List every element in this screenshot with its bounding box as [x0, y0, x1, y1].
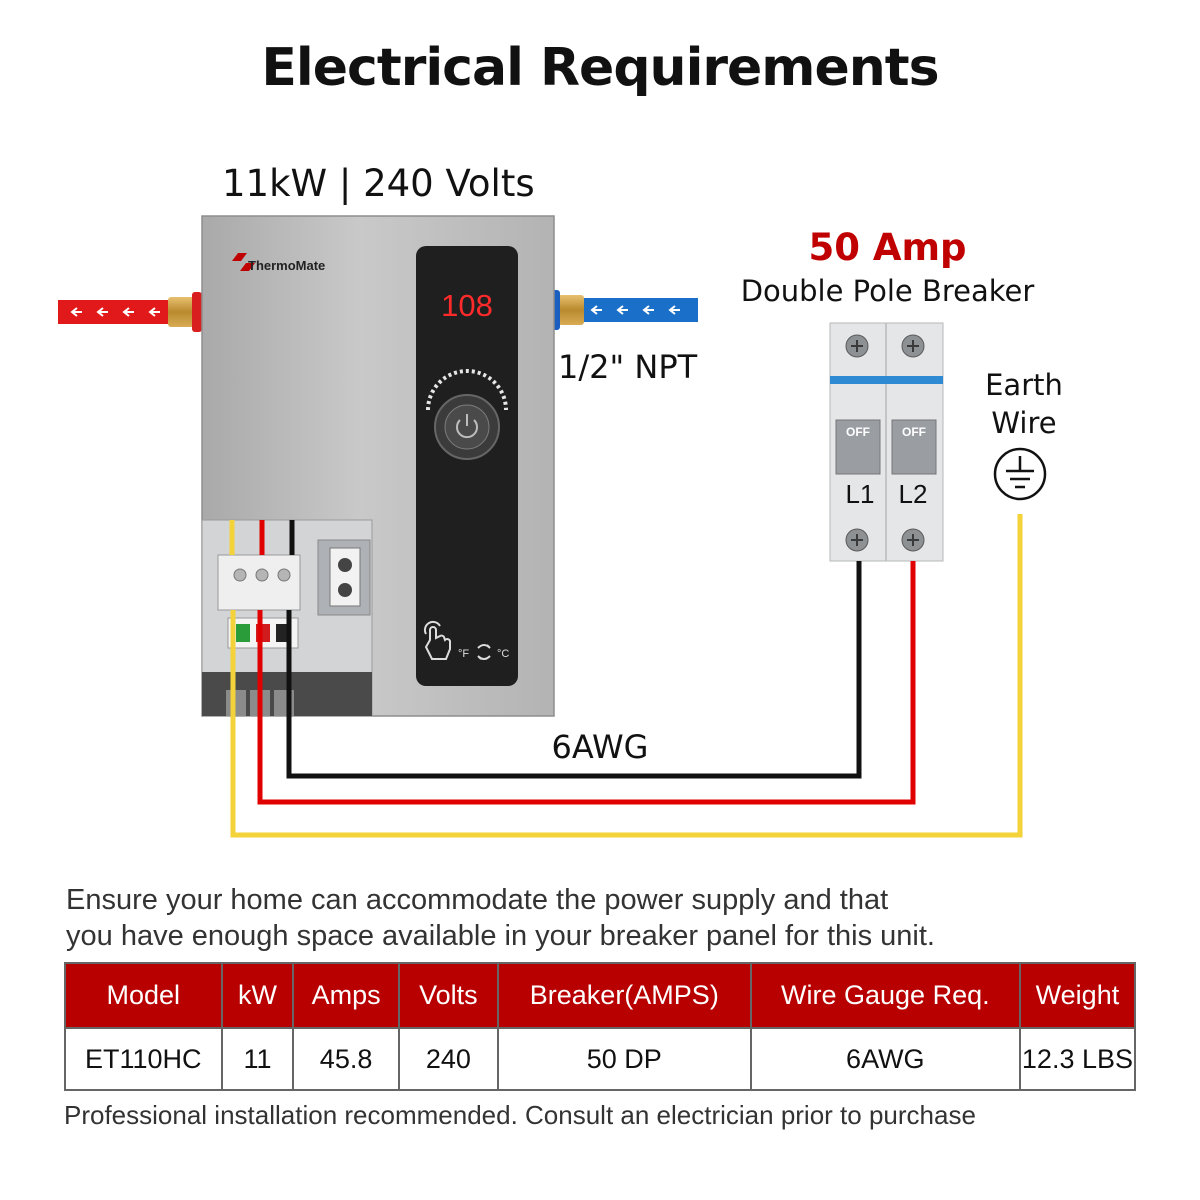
brand-name: ThermoMate: [248, 258, 325, 273]
breaker-off-label: OFF: [846, 425, 870, 439]
ground-terminal-icon: [236, 624, 250, 642]
fahrenheit-label: °F: [458, 648, 469, 660]
breaker-toggle-l1[interactable]: [835, 419, 881, 475]
terminal-screw-icon: [277, 568, 291, 582]
wiring-diagram: ThermoMate 108 °F °C: [58, 215, 1047, 838]
table-row: ET110HC 11 45.8 240 50 DP 6AWG 12.3 LBS: [64, 1027, 1137, 1091]
l2-wire: [257, 561, 916, 805]
header-volts: Volts: [397, 962, 499, 1029]
footer-disclaimer: Professional installation recommended. C…: [64, 1100, 976, 1130]
wiring-compartment: [201, 519, 373, 717]
cutoff-screw-icon: [338, 558, 352, 572]
ground-icon: [993, 447, 1047, 501]
breaker-type-label: Double Pole Breaker: [740, 274, 1035, 308]
install-note-line2: you have enough space available in your …: [66, 920, 935, 952]
cell-kw: 11: [220, 1027, 295, 1091]
outlet-fitting: [168, 297, 194, 327]
terminal-screw-icon: [233, 568, 247, 582]
breaker: OFF OFF L1 L2: [829, 322, 944, 562]
header-wire-gauge: Wire Gauge Req.: [749, 962, 1021, 1029]
cell-wire-gauge: 6AWG: [749, 1027, 1021, 1091]
unit-toggle-icon: [477, 644, 491, 660]
header-model: Model: [64, 962, 223, 1029]
earth-label-line2: Wire: [991, 406, 1057, 440]
breaker-off-label: OFF: [902, 425, 926, 439]
breaker-toggle-l2[interactable]: [891, 419, 937, 475]
outlet-pipe: [58, 292, 202, 332]
celsius-label: °C: [497, 648, 509, 660]
specs-table: Model kW Amps Volts Breaker(AMPS) Wire G…: [64, 962, 1137, 1091]
page-title: Electrical Requirements: [261, 38, 939, 98]
cell-model: ET110HC: [64, 1027, 223, 1091]
header-weight: Weight: [1018, 962, 1137, 1029]
pole-label-l1: L1: [846, 479, 875, 509]
pipe-size-label: 1/2" NPT: [558, 348, 698, 386]
breaker-amp-label: 50 Amp: [808, 226, 967, 269]
l1-wire: [286, 561, 862, 779]
earth-label-line1: Earth: [985, 368, 1063, 402]
header-kw: kW: [220, 962, 295, 1029]
cell-weight: 12.3 LBS: [1018, 1027, 1137, 1091]
pole-label-l2: L2: [899, 479, 928, 509]
heater-spec-label: 11kW | 240 Volts: [222, 162, 535, 205]
inlet-fitting: [558, 295, 584, 325]
ground-wire: [230, 514, 1023, 838]
install-note-line1: Ensure your home can accommodate the pow…: [66, 884, 889, 916]
terminal-screw-icon: [255, 568, 269, 582]
temperature-display: 108: [441, 288, 493, 323]
cell-volts: 240: [397, 1027, 499, 1091]
terminal-block: [217, 554, 301, 611]
outlet-collar: [192, 292, 202, 332]
header-breaker: Breaker(AMPS): [496, 962, 752, 1029]
cell-amps: 45.8: [292, 1027, 400, 1091]
inlet-pipe: [550, 290, 698, 330]
control-panel: [416, 246, 518, 686]
water-heater: ThermoMate 108 °F °C: [201, 215, 555, 717]
wire-gauge-label: 6AWG: [551, 728, 649, 766]
dial-scale: [426, 369, 508, 411]
breaker-stripe: [830, 376, 943, 384]
header-amps: Amps: [292, 962, 400, 1029]
power-icon: [456, 414, 478, 439]
cutoff-screw-icon: [338, 583, 352, 597]
touch-hand-icon: [423, 620, 451, 660]
table-header-row: Model kW Amps Volts Breaker(AMPS) Wire G…: [64, 962, 1137, 1029]
brand-logo-icon: [232, 253, 255, 271]
cell-breaker: 50 DP: [496, 1027, 752, 1091]
